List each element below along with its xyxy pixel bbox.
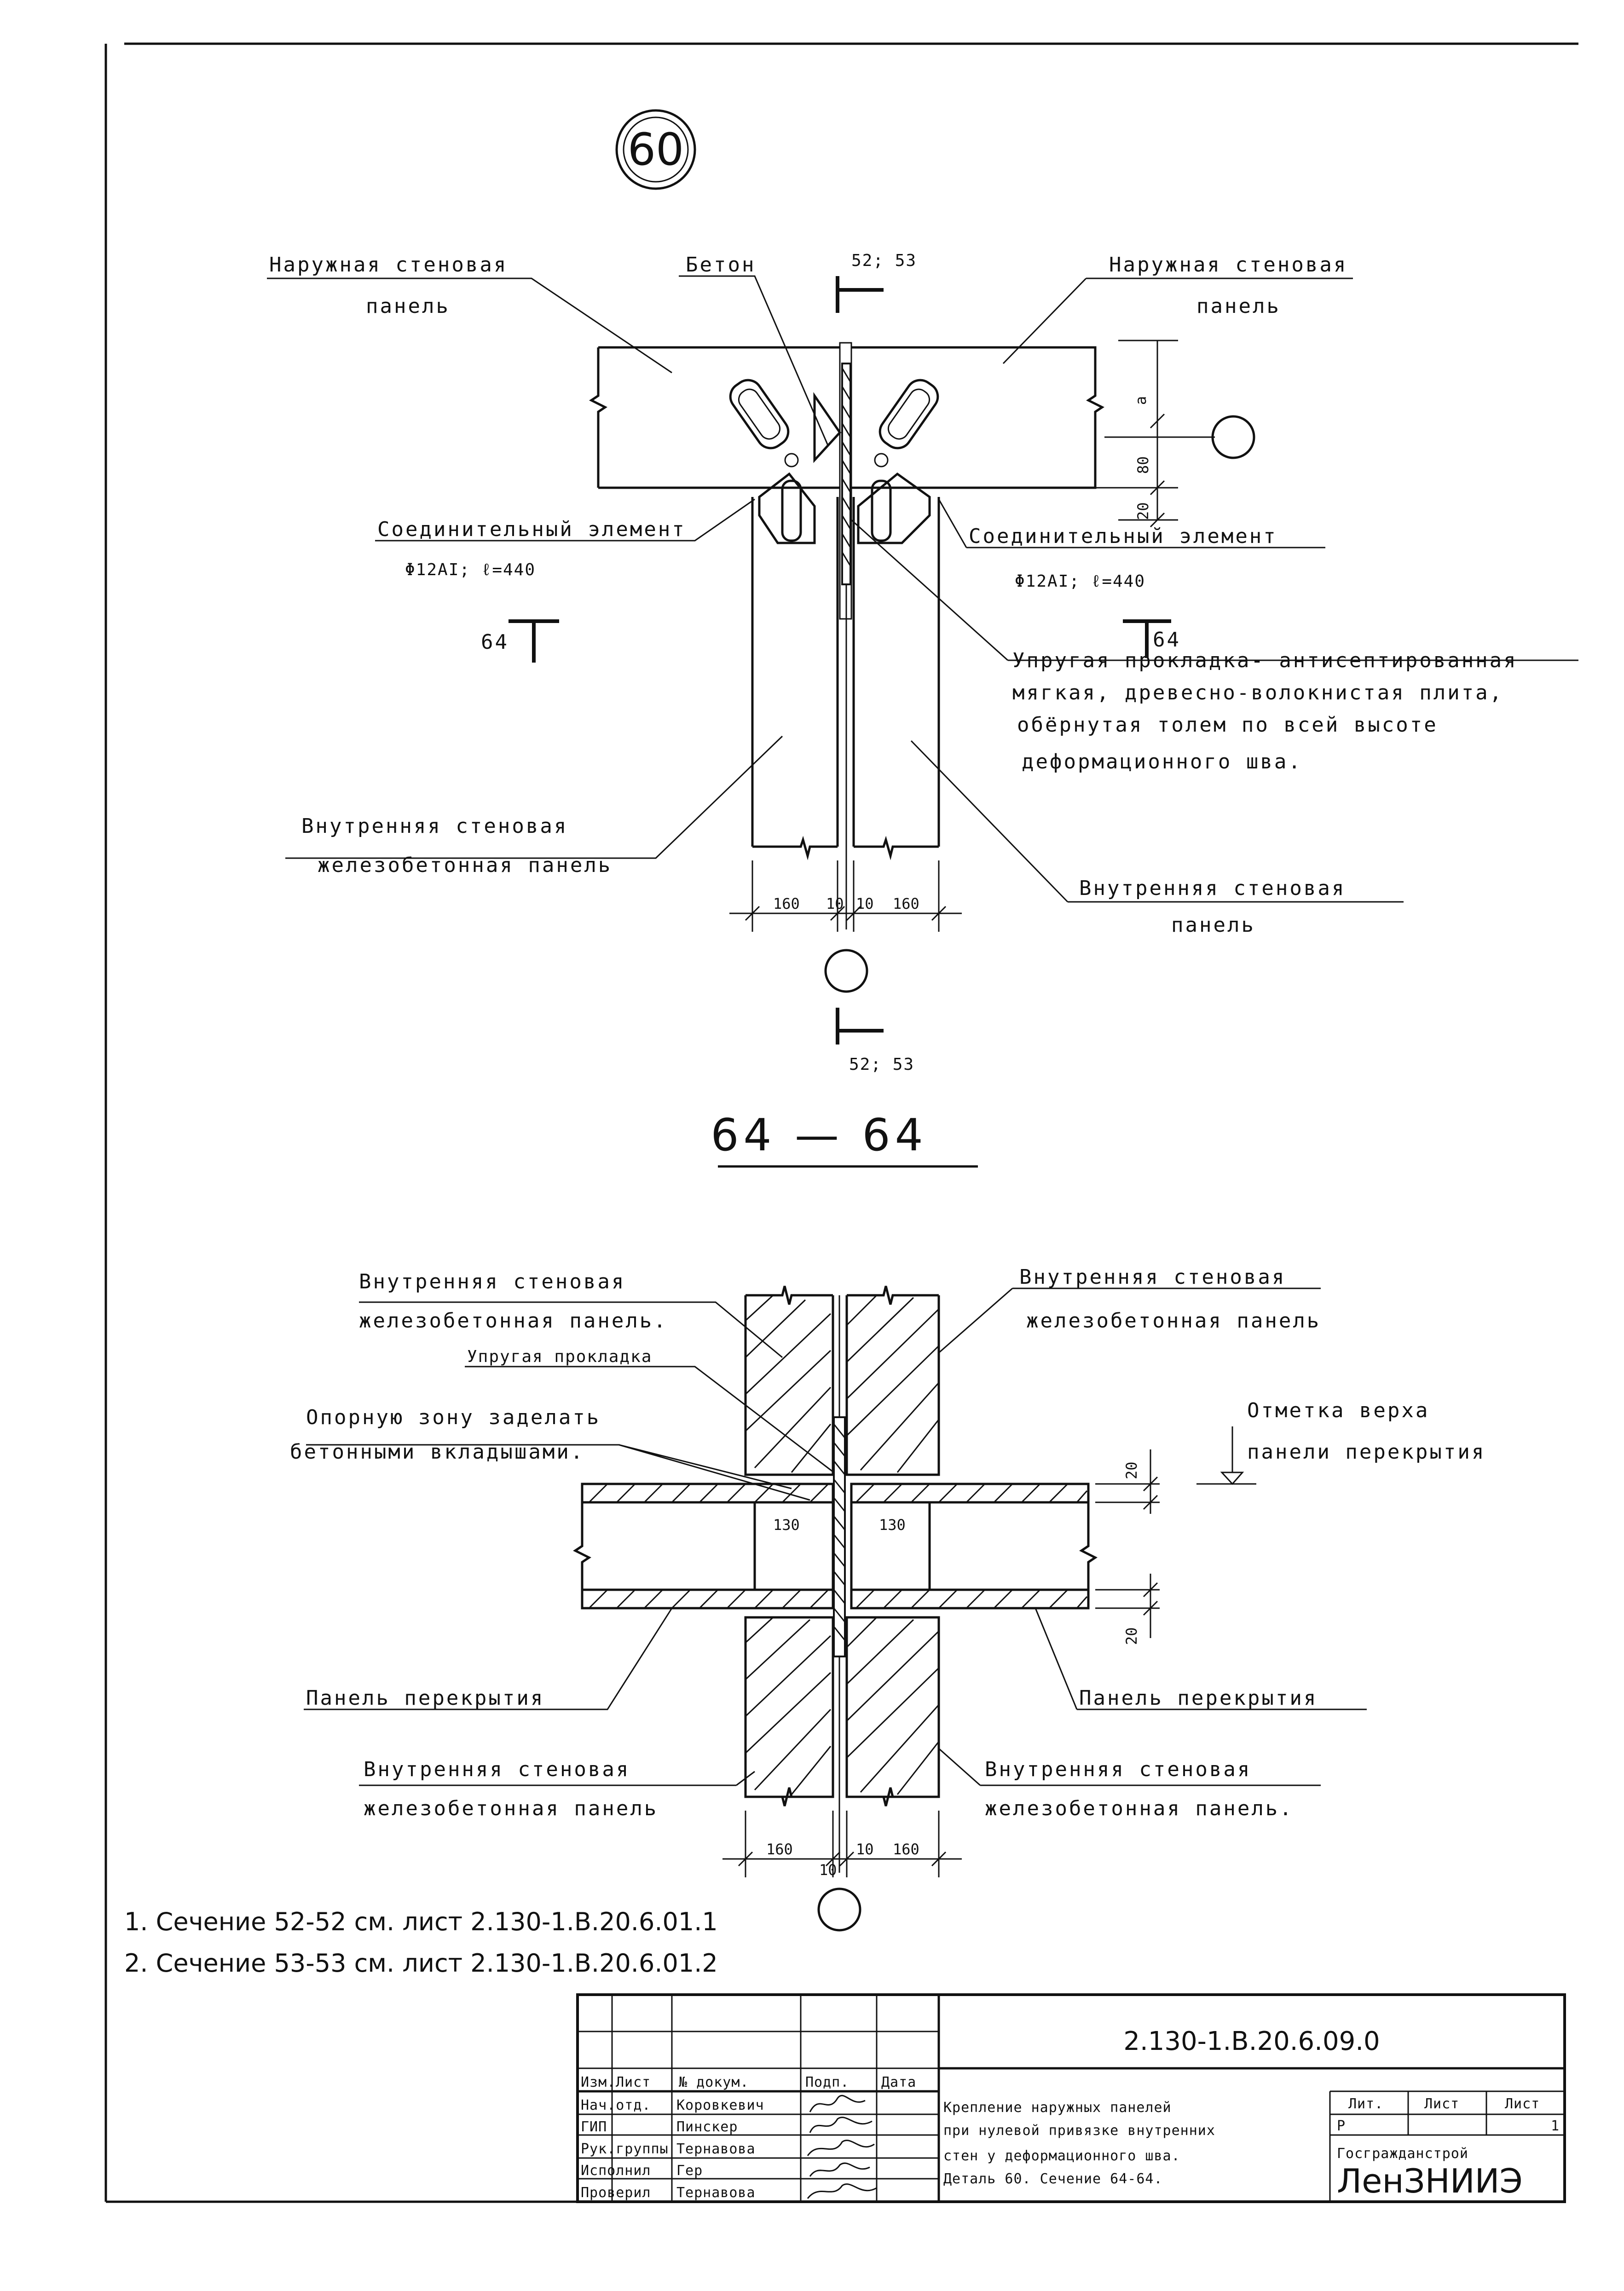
row2-name: Пинскер (676, 2119, 738, 2135)
support-zone-line2: бетонными вкладышами. (290, 1440, 584, 1464)
top-dim-2: 10 (826, 895, 844, 912)
outer-panel-left-line2: панель (366, 294, 450, 318)
section-geometry (304, 1286, 1367, 1932)
connector-left-line1: Соединительный элемент (377, 518, 686, 541)
gasket-short-label: Упругая прокладка (467, 1347, 652, 1366)
notes: 1. Сечение 52-52 см. лист 2.130-1.В.20.6… (124, 1907, 718, 1978)
cut-mark-left: 64 (481, 630, 509, 654)
row4-name: Гер (676, 2163, 703, 2179)
hdr-doc-no: № докум. (679, 2074, 749, 2090)
desc-line1: Крепление наружных панелей (943, 2100, 1172, 2116)
sec-dim-2: 10 (819, 1861, 837, 1879)
hdr-sign: Подп. (805, 2074, 849, 2090)
inner-panel-right-line1: Внутренняя стеновая (1079, 877, 1346, 900)
inner-top-right-line2: железобетонная панель (1026, 1309, 1321, 1333)
top-dim-3: 10 (856, 895, 874, 912)
sec-dim-1: 160 (766, 1841, 793, 1858)
inner-bottom-right-line2: железобетонная панель. (985, 1797, 1294, 1820)
stage-val-lit: Р (1337, 2118, 1346, 2134)
section-labels: Внутренняя стеновая железобетонная панел… (290, 1265, 1485, 1879)
dim-130-right: 130 (879, 1516, 906, 1534)
section-title-text: 64 — 64 (711, 1109, 927, 1161)
dim-20-top: 20 (1123, 1461, 1140, 1479)
connector-left-line2: Φ12АI; ℓ=440 (405, 560, 536, 579)
inner-panel-left-line2: железобетонная панель (318, 854, 612, 877)
gasket-line1: Упругая прокладка- антисептированная (1012, 649, 1518, 672)
outer-panel-left-line1: Наружная стеновая (269, 253, 508, 277)
note-1: 1. Сечение 52-52 см. лист 2.130-1.В.20.6… (124, 1907, 718, 1936)
top-dim-4: 160 (893, 895, 919, 912)
concrete-label: Бетон (686, 253, 756, 277)
row3-name: Тернавова (676, 2141, 756, 2157)
inner-top-left-line1: Внутренняя стеновая (359, 1270, 625, 1293)
note-2: 2. Сечение 53-53 см. лист 2.130-1.В.20.6… (124, 1949, 718, 1978)
desc-line3: стен у деформационного шва. (943, 2148, 1180, 2164)
inner-bottom-right-line1: Внутренняя стеновая (985, 1758, 1251, 1781)
dim-80: 80 (1134, 456, 1152, 474)
row4-role: Исполнил (581, 2163, 651, 2179)
gasket-line3: обёрнутая толем по всей высоте (1017, 713, 1438, 737)
top-dim-1: 160 (773, 895, 800, 912)
signature-3 (807, 2140, 875, 2156)
inner-panel-left-line1: Внутренняя стеновая (301, 814, 568, 838)
mark-top-line1: Отметка верха (1247, 1399, 1429, 1422)
dim-a: a (1132, 396, 1150, 405)
inner-bottom-left-line2: железобетонная панель (364, 1797, 658, 1820)
cut-mark-right: 64 (1153, 628, 1181, 652)
doc-code: 2.130-1.В.20.6.09.0 (1123, 2026, 1380, 2056)
desc-line2: при нулевой привязке внутренних (943, 2123, 1215, 2139)
sec-dim-3: 10 (856, 1841, 874, 1858)
dim-20-bottom: 20 (1123, 1627, 1140, 1645)
row1-role: Нач.отд. (581, 2097, 651, 2113)
gasket-line2: мягкая, древесно-волокнистая плита, (1012, 681, 1503, 704)
row3-role: Рук.группы (581, 2141, 669, 2157)
hdr-list: Лист (616, 2074, 651, 2090)
signature-4 (809, 2162, 870, 2177)
floor-right-label: Панель перекрытия (1079, 1686, 1318, 1710)
inner-panel-right-line2: панель (1171, 913, 1255, 937)
connector-right-line1: Соединительный элемент (969, 525, 1277, 548)
stage-hdr-sheet: Лист (1424, 2096, 1459, 2112)
connector-loop-right (857, 379, 939, 544)
org-name: ЛенЗНИИЭ (1337, 2162, 1523, 2200)
inner-bottom-left-line1: Внутренняя стеновая (364, 1758, 630, 1781)
mark-top-line2: панели перекрытия (1247, 1440, 1485, 1464)
connector-loop-left (729, 379, 816, 544)
connector-right-line2: Φ12АI; ℓ=440 (1015, 572, 1145, 591)
stage-val-sheets: 1 (1551, 2118, 1560, 2134)
row5-name: Тернавова (676, 2185, 756, 2201)
title-block: 2.130-1.В.20.6.09.0 Изм. Лист № докум. П… (576, 1993, 1566, 2203)
section-title: 64 — 64 (711, 1109, 978, 1168)
top-labels: Наружная стеновая панель Бетон 52; 53 На… (269, 251, 1518, 1074)
stage-hdr-lit: Лит. (1348, 2096, 1383, 2112)
floor-left-label: Панель перекрытия (306, 1686, 544, 1710)
dim-130-left: 130 (773, 1516, 800, 1534)
dim-20: 20 (1134, 502, 1152, 520)
hdr-izm: Изм. (581, 2074, 616, 2090)
inner-top-right-line1: Внутренняя стеновая (1019, 1265, 1286, 1289)
hdr-date: Дата (881, 2074, 916, 2090)
signature-5 (807, 2183, 877, 2199)
row5-role: Проверил (581, 2185, 651, 2201)
org-line: Госгражданстрой (1337, 2146, 1468, 2162)
signature-2 (809, 2117, 873, 2133)
inner-top-left-line2: железобетонная панель. (359, 1309, 668, 1333)
detail-marker: 60 (615, 109, 696, 190)
section-ref-top: 52; 53 (851, 251, 917, 270)
outer-panel-right-line1: Наружная стеновая (1109, 253, 1347, 277)
outer-panel-right-line2: панель (1196, 294, 1281, 318)
row2-role: ГИП (581, 2119, 607, 2135)
support-zone-line1: Опорную зону заделать (306, 1406, 601, 1429)
top-plan-geometry (267, 275, 1578, 1045)
detail-number: 60 (628, 124, 684, 175)
gasket-line4: деформационного шва. (1022, 750, 1302, 773)
sec-dim-4: 160 (893, 1841, 919, 1858)
stage-hdr-sheets: Лист (1505, 2096, 1540, 2112)
section-ref-bottom: 52; 53 (849, 1055, 914, 1074)
signature-1 (809, 2095, 866, 2112)
row1-name: Коровкевич (676, 2097, 764, 2113)
desc-line4: Деталь 60. Сечение 64-64. (943, 2171, 1163, 2187)
